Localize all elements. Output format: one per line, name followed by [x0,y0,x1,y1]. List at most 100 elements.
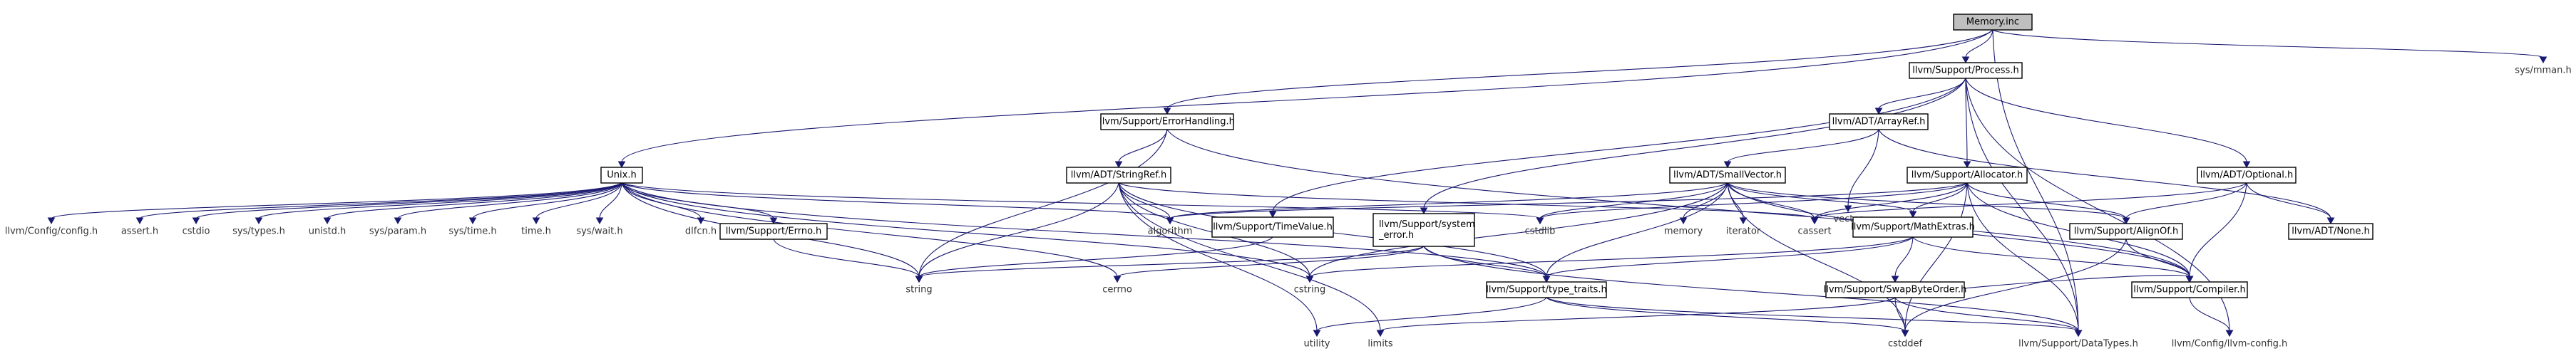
node-box [2069,223,2183,240]
node-system-error-h[interactable]: llvm/Support/system_error.h [1372,213,1475,247]
edge-unix_h-to-algorithm [621,182,1171,219]
node-arrayref-h[interactable]: llvm/ADT/ArrayRef.h [1829,113,1929,130]
node-box [1669,167,1786,184]
arrowhead-optional_h-to-alignof_h [2122,217,2130,225]
arrowhead-compiler_h-to-llvm_config_h [2225,330,2234,337]
node-timevalue-h[interactable]: llvm/Support/TimeValue.h [1211,216,1334,238]
edge-smallvector_h-to-cstdlib [1539,182,1728,219]
node-box [2197,167,2297,184]
edge-unix_h-to-sys_time_h [472,182,622,219]
edge-memory_inc-to-datatypes_h [1992,29,2079,332]
edge-allocator_h-to-mathextras_h [1912,182,1968,213]
node-label: algorithm [1148,226,1193,237]
arrowhead-unix_h-to-time_h [532,217,540,225]
node-datatypes-h: llvm/Support/DataTypes.h [2018,339,2138,350]
arrowhead-swapbyteorder_h-to-limits [1376,330,1385,337]
edge-alignof_h-to-cstddef [1904,239,2127,332]
arrowhead-process_h-to-timevalue_h [1268,211,1277,219]
arrowhead-mathextras_h-to-swapbyteorder_h [1891,276,1899,283]
edge-unix_h-to-cstring [621,182,1310,278]
edge-swapbyteorder_h-to-datatypes_h [1894,297,2079,332]
node-label: llvm/Support/ErrorHandling.h [1099,117,1235,127]
node-label: cassert [1797,226,1831,237]
edge-optional_h-to-none_h [2246,182,2331,219]
node-label: llvm/Config/llvm-config.h [2172,339,2287,350]
edge-memory_inc-to-error_handling_h [1166,29,1993,110]
node-allocator-h[interactable]: llvm/Support/Allocator.h [1907,167,2028,184]
node-box [1909,62,2023,79]
node-time-h: time.h [521,226,551,237]
node-memory-inc[interactable]: Memory.inc [1953,14,2033,31]
edge-allocator_h-to-cassert [1814,182,1968,219]
edge-unix_h-to-sys_types_h [258,182,622,219]
node-process-h[interactable]: llvm/Support/Process.h [1909,62,2023,79]
node-cstring: cstring [1294,285,1325,295]
node-iterator: iterator [1726,226,1761,237]
node-alignof-h[interactable]: llvm/Support/AlignOf.h [2069,223,2183,240]
node-label: llvm/ADT/SmallVector.h [1673,170,1782,181]
edge-process_h-to-optional_h [1965,78,2247,163]
node-config-h: llvm/Config/config.h [5,226,98,237]
node-box [1829,113,1929,130]
edge-smallvector_h-to-cassert [1727,182,1815,219]
edge-mathextras_h-to-type_traits_h [1546,236,1914,278]
edge-smallvector_h-to-alignof_h [1727,182,2127,219]
edge-unix_h-to-assert_h [139,182,622,219]
node-swapbyteorder-h[interactable]: llvm/Support/SwapByteOrder.h [1824,281,1967,298]
node-dlfcn-h: dlfcn.h [685,226,717,237]
edge-memory_inc-to-sys_mman_h [1992,29,2544,58]
edge-unix_h-to-sys_param_h [397,182,622,219]
edge-type_traits_h-to-utility [1316,297,1547,332]
node-label: llvm/Support/system [1379,219,1475,230]
node-label: dlfcn.h [685,226,717,237]
node-sys-param-h: sys/param.h [369,226,426,237]
node-none-h[interactable]: llvm/ADT/None.h [2288,223,2374,240]
node-unix-h[interactable]: Unix.h [600,167,643,184]
node-stringref-h[interactable]: llvm/ADT/StringRef.h [1066,167,1171,184]
node-label: memory [1664,226,1703,237]
node-box [2288,223,2374,240]
node-label: llvm/Support/Allocator.h [1912,170,2023,181]
node-utility: utility [1304,339,1330,350]
edge-unix_h-to-sys_wait_h [599,182,622,219]
arrowhead-allocator_h-to-algorithm [1166,217,1174,225]
edge-allocator_h-to-cstddef [1904,182,1968,332]
node-label: assert.h [121,226,158,237]
edge-arrayref_h-to-smallvector_h [1727,129,1879,163]
arrowhead-process_h-to-allocator_h [1963,161,1971,169]
edge-stringref_h-to-utility [1118,182,1318,332]
node-label: llvm/ADT/ArrayRef.h [1832,117,1926,127]
arrowhead-mathextras_h-to-cstring [1305,276,1314,283]
node-errno-h[interactable]: llvm/Support/Errno.h [719,223,828,240]
arrowhead-unix_h-to-assert_h [135,217,144,225]
edge-smallvector_h-to-algorithm [1169,182,1728,219]
edge-swapbyteorder_h-to-limits [1380,297,1896,332]
edge-system_error_h-to-string [918,246,1425,278]
node-compiler-h[interactable]: llvm/Support/Compiler.h [2131,281,2248,298]
node-box [1372,213,1475,247]
edge-stringref_h-to-cassert [1118,182,1815,219]
node-label: Unix.h [607,170,636,181]
node-llvm-config-h: llvm/Config/llvm-config.h [2172,339,2287,350]
edge-system_error_h-to-datatypes_h [1423,246,2079,332]
node-mathextras-h[interactable]: llvm/Support/MathExtras.h [1851,216,1975,238]
node-label: sys/param.h [369,226,426,237]
arrowhead-process_h-to-optional_h [2242,161,2251,169]
node-label: llvm/Support/DataTypes.h [2018,339,2138,350]
node-box [719,223,828,240]
node-limits: limits [1367,339,1393,350]
node-label: sys/types.h [232,226,285,237]
node-error-handling-h[interactable]: llvm/Support/ErrorHandling.h [1099,113,1235,130]
edge-process_h-to-timevalue_h [1272,78,1966,213]
edge-type_traits_h-to-cstddef [1546,297,1906,332]
node-cstdlib: cstdlib [1525,226,1556,237]
node-optional-h[interactable]: llvm/ADT/Optional.h [2197,167,2297,184]
arrowhead-optional_h-to-none_h [2326,217,2335,225]
arrowhead-unix_h-to-sys_param_h [394,217,402,225]
node-type-traits-h[interactable]: llvm/Support/type_traits.h [1486,281,1607,298]
node-smallvector-h[interactable]: llvm/ADT/SmallVector.h [1669,167,1786,184]
node-label: llvm/Support/AlignOf.h [2074,226,2179,237]
edge-timevalue_h-to-string [918,236,1273,278]
edge-swapbyteorder_h-to-cstddef [1894,297,1906,332]
node-label: cstdio [183,226,210,237]
